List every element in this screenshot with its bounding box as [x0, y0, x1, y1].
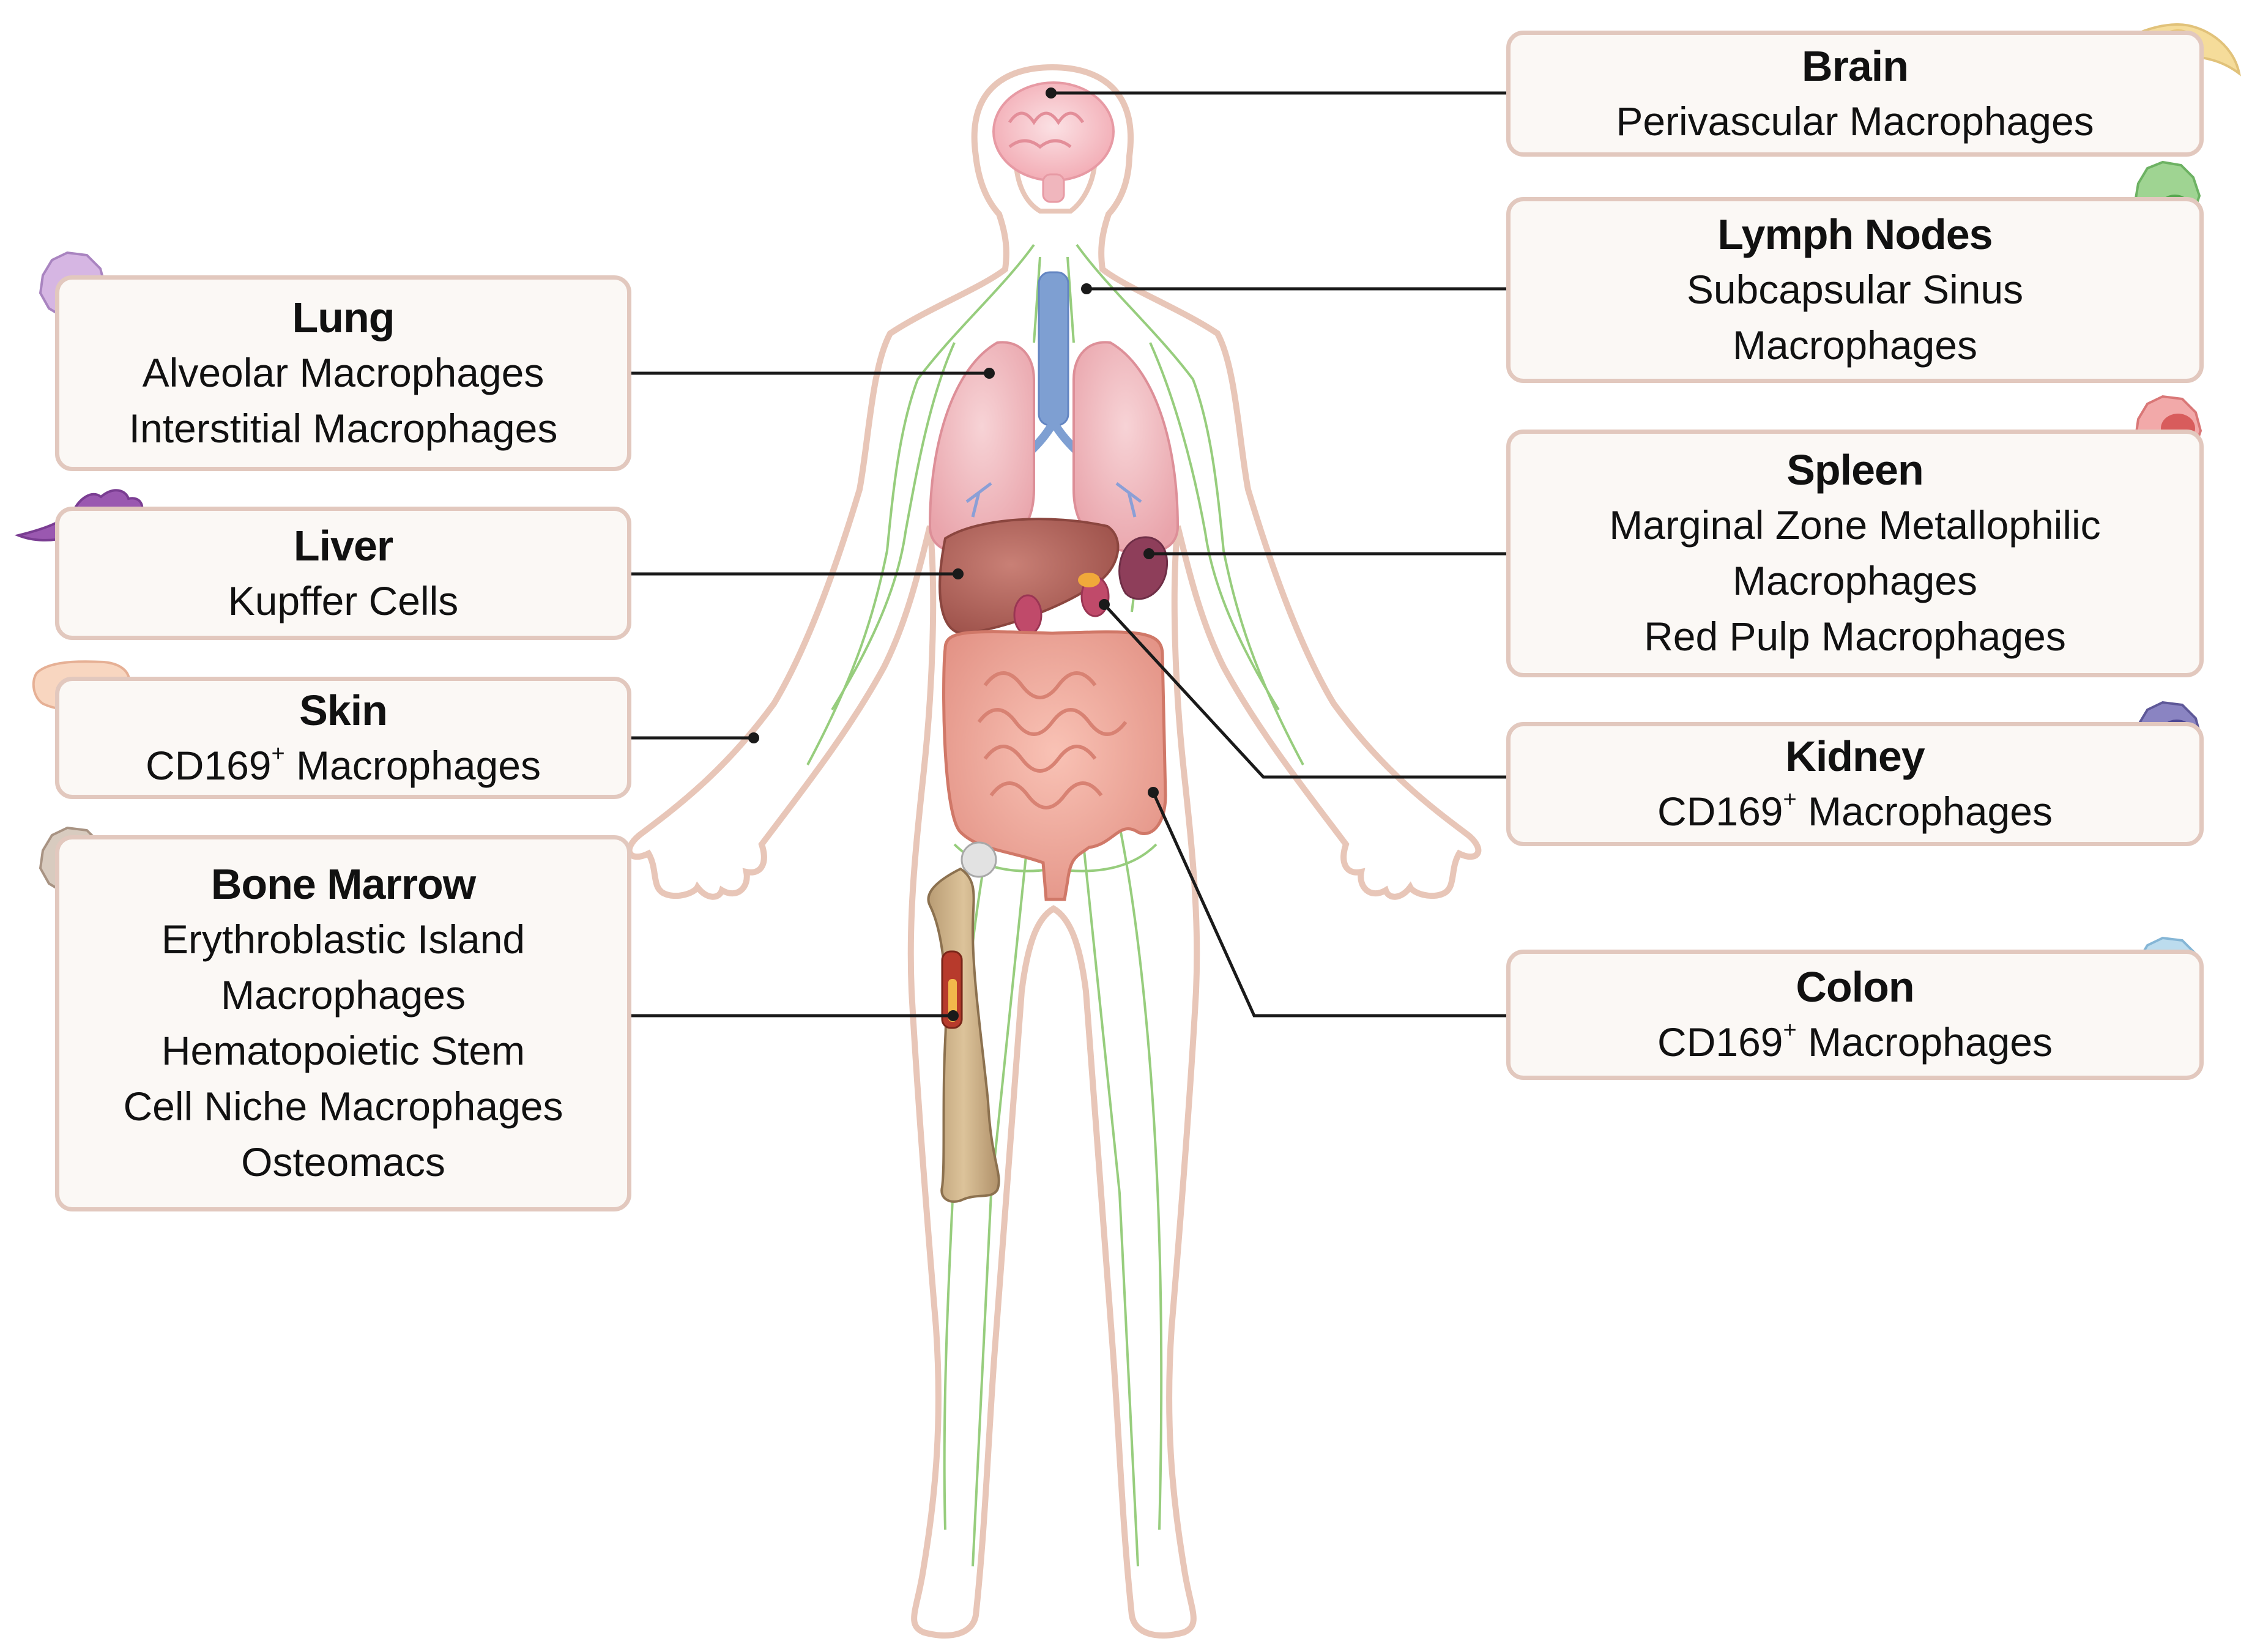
lung-line: Interstitial Macrophages [128, 406, 558, 451]
lung-title: Lung [292, 294, 395, 341]
skin-title: Skin [299, 686, 388, 734]
connector-dots [748, 87, 1159, 1021]
skin-macrophages-text: Macrophages [296, 742, 541, 788]
bone-marrow-line: Cell Niche Macrophages [123, 1084, 563, 1129]
liver-line: Kupffer Cells [228, 578, 459, 623]
brain-title: Brain [1802, 42, 1909, 90]
kidney-superscript: + [1783, 787, 1797, 813]
colon-label-box: Colon CD169+ Macrophages [1506, 950, 2204, 1080]
bone-marrow-label-box: Bone Marrow Erythroblastic Island Macrop… [55, 835, 631, 1211]
bone-marrow-line: Erythroblastic Island [161, 917, 526, 962]
femur-bone [927, 841, 1000, 1203]
lymph-nodes-title: Lymph Nodes [1717, 210, 1993, 258]
connector-kidney [1103, 603, 1506, 779]
spleen-label-box: Spleen Marginal Zone Metallophilic Macro… [1506, 430, 2204, 677]
connector-colon [1151, 791, 1506, 1018]
colon-title: Colon [1796, 963, 1914, 1011]
liver-title: Liver [293, 521, 393, 570]
kidney-line: CD169+ Macrophages [1657, 784, 2053, 839]
brain-label-box: Brain Perivascular Macrophages [1506, 31, 2204, 157]
spleen-title: Spleen [1786, 446, 1924, 494]
spleen-line: Marginal Zone Metallophilic [1609, 502, 2101, 548]
kidney-cd-text: CD169 [1657, 789, 1783, 834]
lymph-nodes-line: Subcapsular Sinus [1686, 267, 2024, 312]
brain-organ [992, 81, 1115, 203]
skin-cd-text: CD169 [146, 742, 272, 788]
intestines-organ [942, 630, 1167, 901]
bone-marrow-line: Macrophages [221, 972, 466, 1018]
kidney-title: Kidney [1785, 732, 1925, 780]
skin-label-box: Skin CD169+ Macrophages [55, 677, 631, 799]
lung-label-box: Lung Alveolar Macrophages Interstitial M… [55, 275, 631, 471]
lung-line: Alveolar Macrophages [142, 350, 544, 395]
bone-marrow-line: Osteomacs [241, 1139, 445, 1185]
colon-cd-text: CD169 [1657, 1019, 1783, 1065]
kidney-macrophages-text: Macrophages [1808, 789, 2053, 834]
connector-lines [631, 91, 1506, 1018]
liver-label-box: Liver Kupffer Cells [55, 507, 631, 640]
colon-macrophages-text: Macrophages [1808, 1019, 2053, 1065]
spleen-line: Red Pulp Macrophages [1644, 614, 2066, 659]
skin-superscript: + [271, 740, 285, 767]
bone-marrow-title: Bone Marrow [210, 860, 476, 908]
bone-marrow-line: Hematopoietic Stem [161, 1028, 526, 1073]
lymph-nodes-line: Macrophages [1733, 322, 1977, 368]
lymph-nodes-label-box: Lymph Nodes Subcapsular Sinus Macrophage… [1506, 197, 2204, 383]
colon-line: CD169+ Macrophages [1657, 1014, 2053, 1070]
colon-superscript: + [1783, 1018, 1797, 1043]
brain-line: Perivascular Macrophages [1616, 98, 2094, 144]
skin-line: CD169+ Macrophages [146, 738, 541, 794]
kidney-label-box: Kidney CD169+ Macrophages [1506, 722, 2204, 846]
spleen-line: Macrophages [1733, 558, 1977, 603]
